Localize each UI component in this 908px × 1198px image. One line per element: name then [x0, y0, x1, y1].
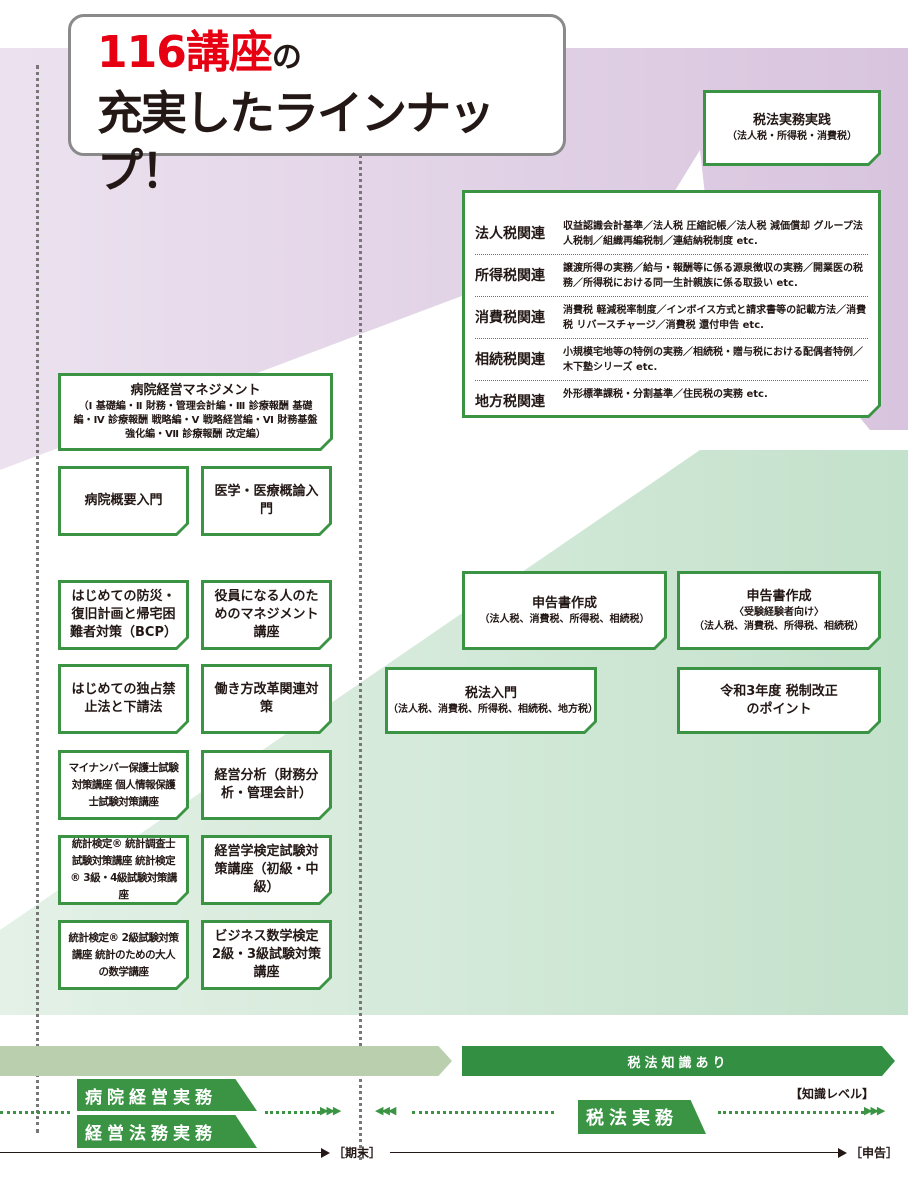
course-tax-practice[interactable]: 税法実務実践 （法人税・所得税・消費税） [703, 90, 881, 166]
course-card[interactable]: 経営学検定試験対策講座（初級・中級） [201, 835, 332, 905]
tax-topic-row[interactable]: 消費税関連 消費税 軽減税率制度／インボイス方式と請求書等の記載方法／消費税 リバ… [475, 297, 868, 339]
course-card[interactable]: 働き方改革関連対策 [201, 664, 332, 734]
course-title: 医学・医療概論入門 [214, 484, 319, 517]
tag-tax-practice: 税法実務 [578, 1100, 706, 1134]
course-title: 病院概要入門 [84, 493, 163, 508]
tax-category: 相続税関連 [475, 352, 545, 368]
course-sub: （法人税・所得税・消費税） [727, 131, 857, 142]
tax-category: 法人税関連 [475, 226, 545, 242]
course-card[interactable]: はじめての防災・復旧計画と帰宅困難者対策（BCP） [58, 580, 189, 650]
tax-knowledge-label: 税法知識あり [627, 1055, 730, 1071]
course-audience: 〈受験経験者向け〉 [734, 606, 824, 618]
tax-topic-row[interactable]: 相続税関連 小規模宅地等の特例の実務／相続税・贈与税における配偶者特例／木下塾シリ… [475, 339, 868, 381]
tax-topics: 小規模宅地等の特例の実務／相続税・贈与税における配偶者特例／木下塾シリーズ et… [563, 347, 863, 373]
tag-legal-practice: 経営法務実務 [77, 1115, 257, 1148]
course-card[interactable]: ビジネス数学検定 2級・3級試験対策講座 [201, 920, 332, 990]
course-card[interactable]: 役員になる人のためのマネジメント講座 [201, 580, 332, 650]
course-card[interactable]: マイナンバー保護士試験対策講座 個人情報保護士試験対策講座 [58, 750, 189, 820]
term-end-label: ［期末］ [333, 1146, 382, 1160]
tax-topic-row[interactable]: 法人税関連 収益認識会計基準／法人税 圧縮記帳／法人税 減価償却 グループ法人税制… [475, 213, 868, 255]
course-title: 統計検定® 2級試験対策講座 統計のための大人の数学講座 [68, 931, 179, 978]
course-title: はじめての防災・復旧計画と帰宅困難者対策（BCP） [70, 589, 177, 640]
timeline-axis-1 [0, 1147, 330, 1158]
filing-label: ［申告］ [850, 1146, 899, 1160]
dotted-line [412, 1111, 554, 1114]
course-hospital-management[interactable]: 病院経営マネジメント （Ⅰ 基礎編・Ⅱ 財務・管理会計編・Ⅲ 診療報酬 基礎編・Ⅳ… [58, 373, 333, 451]
course-title: 申告書作成 [531, 595, 597, 611]
dotted-divider-left [36, 65, 39, 1133]
arrowheads-right-icon: ▶▶▶ [864, 1104, 885, 1117]
course-title: 税法入門 [464, 685, 517, 701]
headline-box: 116講座の 充実したラインナップ！ [68, 14, 566, 198]
course-tax-reform[interactable]: 令和3年度 税制改正のポイント [677, 667, 881, 734]
course-card[interactable]: はじめての独占禁止法と下請法 [58, 664, 189, 734]
tax-topics: 消費税 軽減税率制度／インボイス方式と請求書等の記載方法／消費税 リバースチャー… [563, 305, 867, 331]
tax-topics: 譲渡所得の実務／給与・報酬等に係る源泉徴収の実務／開業医の税務／所得税における同… [563, 263, 863, 289]
course-title: ビジネス数学検定 2級・3級試験対策講座 [211, 929, 322, 980]
course-title: 働き方改革関連対策 [214, 682, 319, 715]
course-return-prep[interactable]: 申告書作成 （法人税、消費税、所得税、相続税） [462, 571, 667, 650]
level-bar-tax-knowledge: 税法知識あり [462, 1046, 895, 1076]
dotted-divider-term-end [359, 155, 362, 1160]
course-card[interactable]: 統計検定® 統計調査士試験対策講座 統計検定® 3級・4級試験対策講座 [58, 835, 189, 905]
course-title: 税法実務実践 [752, 113, 831, 128]
timeline-axis-2 [390, 1147, 847, 1158]
tax-category: 地方税関連 [475, 394, 545, 410]
course-title: 申告書作成 [746, 588, 812, 604]
tax-topic-row[interactable]: 所得税関連 譲渡所得の実務／給与・報酬等に係る源泉徴収の実務／開業医の税務／所得税… [475, 255, 868, 297]
tax-topic-list: 法人税関連 収益認識会計基準／法人税 圧縮記帳／法人税 減価償却 グループ法人税制… [462, 190, 881, 418]
tax-topics: 外形標準課税・分割基準／住民税の実務 etc. [563, 389, 768, 400]
tax-topics: 収益認識会計基準／法人税 圧縮記帳／法人税 減価償却 グループ法人税制／組織再編… [563, 221, 863, 247]
tag-hospital-practice: 病院経営実務 [77, 1079, 257, 1111]
headline-particle: の [271, 40, 302, 75]
course-title: 統計検定® 統計調査士試験対策講座 統計検定® 3級・4級試験対策講座 [70, 838, 177, 901]
course-title: 令和3年度 税制改正のポイント [720, 683, 838, 717]
course-title: 経営分析（財務分析・管理会計） [214, 768, 319, 801]
course-sub: （Ⅰ 基礎編・Ⅱ 財務・管理会計編・Ⅲ 診療報酬 基礎編・Ⅳ 診療報酬 戦略編・… [73, 401, 318, 440]
course-card[interactable]: 経営分析（財務分析・管理会計） [201, 750, 332, 820]
course-title: 病院経営マネジメント [130, 383, 261, 398]
headline-line2: 充実したラインナップ！ [97, 86, 495, 198]
dotted-line [265, 1111, 320, 1114]
tax-category: 消費税関連 [475, 310, 545, 326]
course-tax-intro[interactable]: 税法入門 （法人税、消費税、所得税、相続税、地方税） [385, 667, 597, 734]
knowledge-level-label: 【知識レベル】 [790, 1087, 875, 1101]
course-title: はじめての独占禁止法と下請法 [71, 682, 176, 715]
arrowheads-right-icon: ▶▶▶ [320, 1104, 341, 1117]
tax-category: 所得税関連 [475, 268, 545, 284]
tax-topic-row[interactable]: 地方税関連 外形標準課税・分割基準／住民税の実務 etc. [475, 381, 868, 422]
course-title: マイナンバー保護士試験対策講座 個人情報保護士試験対策講座 [68, 761, 179, 808]
arrowheads-left-icon: ◀◀◀ [375, 1104, 396, 1117]
headline-count: 116講座 [97, 27, 273, 78]
dotted-line [718, 1111, 864, 1114]
course-card[interactable]: 医学・医療概論入門 [201, 466, 332, 536]
course-title: 役員になる人のためのマネジメント講座 [214, 589, 319, 640]
course-sub: （法人税、消費税、所得税、相続税） [694, 620, 864, 632]
course-sub: （法人税、消費税、所得税、相続税） [479, 613, 650, 625]
level-bar-basic [0, 1046, 452, 1076]
course-card[interactable]: 統計検定® 2級試験対策講座 統計のための大人の数学講座 [58, 920, 189, 990]
course-title: 経営学検定試験対策講座（初級・中級） [214, 844, 319, 895]
course-card[interactable]: 病院概要入門 [58, 466, 189, 536]
course-sub: （法人税、消費税、所得税、相続税、地方税） [388, 703, 598, 715]
dotted-line [0, 1111, 70, 1114]
course-return-prep-experienced[interactable]: 申告書作成〈受験経験者向け〉 （法人税、消費税、所得税、相続税） [677, 571, 881, 650]
